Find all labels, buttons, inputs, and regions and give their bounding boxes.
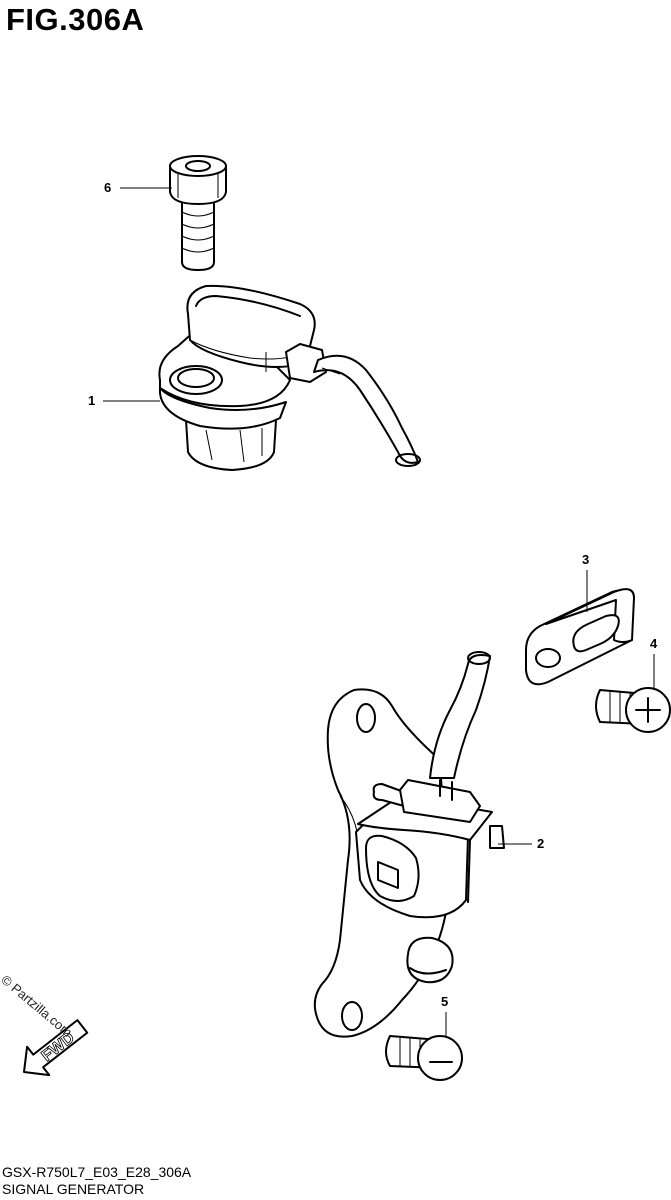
callout-4[interactable]: 4	[650, 636, 658, 651]
callout-1[interactable]: 1	[88, 393, 96, 408]
part-5-screw[interactable]	[385, 1035, 463, 1081]
callout-3[interactable]: 3	[582, 552, 590, 567]
figure-title: FIG.306A	[6, 2, 145, 37]
callout-2[interactable]: 2	[537, 836, 545, 851]
leader-lines	[103, 187, 655, 1036]
callout-5[interactable]: 5	[441, 994, 449, 1009]
callout-6[interactable]: 6	[104, 180, 112, 195]
figure-name: SIGNAL GENERATOR	[2, 1181, 145, 1197]
part-4-screw[interactable]	[595, 687, 671, 733]
figure-code: GSX-R750L7_E03_E28_306A	[2, 1164, 192, 1180]
part-2-signal-generator[interactable]	[313, 651, 505, 1038]
part-3-plate[interactable]	[525, 588, 635, 686]
part-6-bolt[interactable]	[169, 155, 227, 271]
part-1-sensor[interactable]	[158, 284, 421, 471]
